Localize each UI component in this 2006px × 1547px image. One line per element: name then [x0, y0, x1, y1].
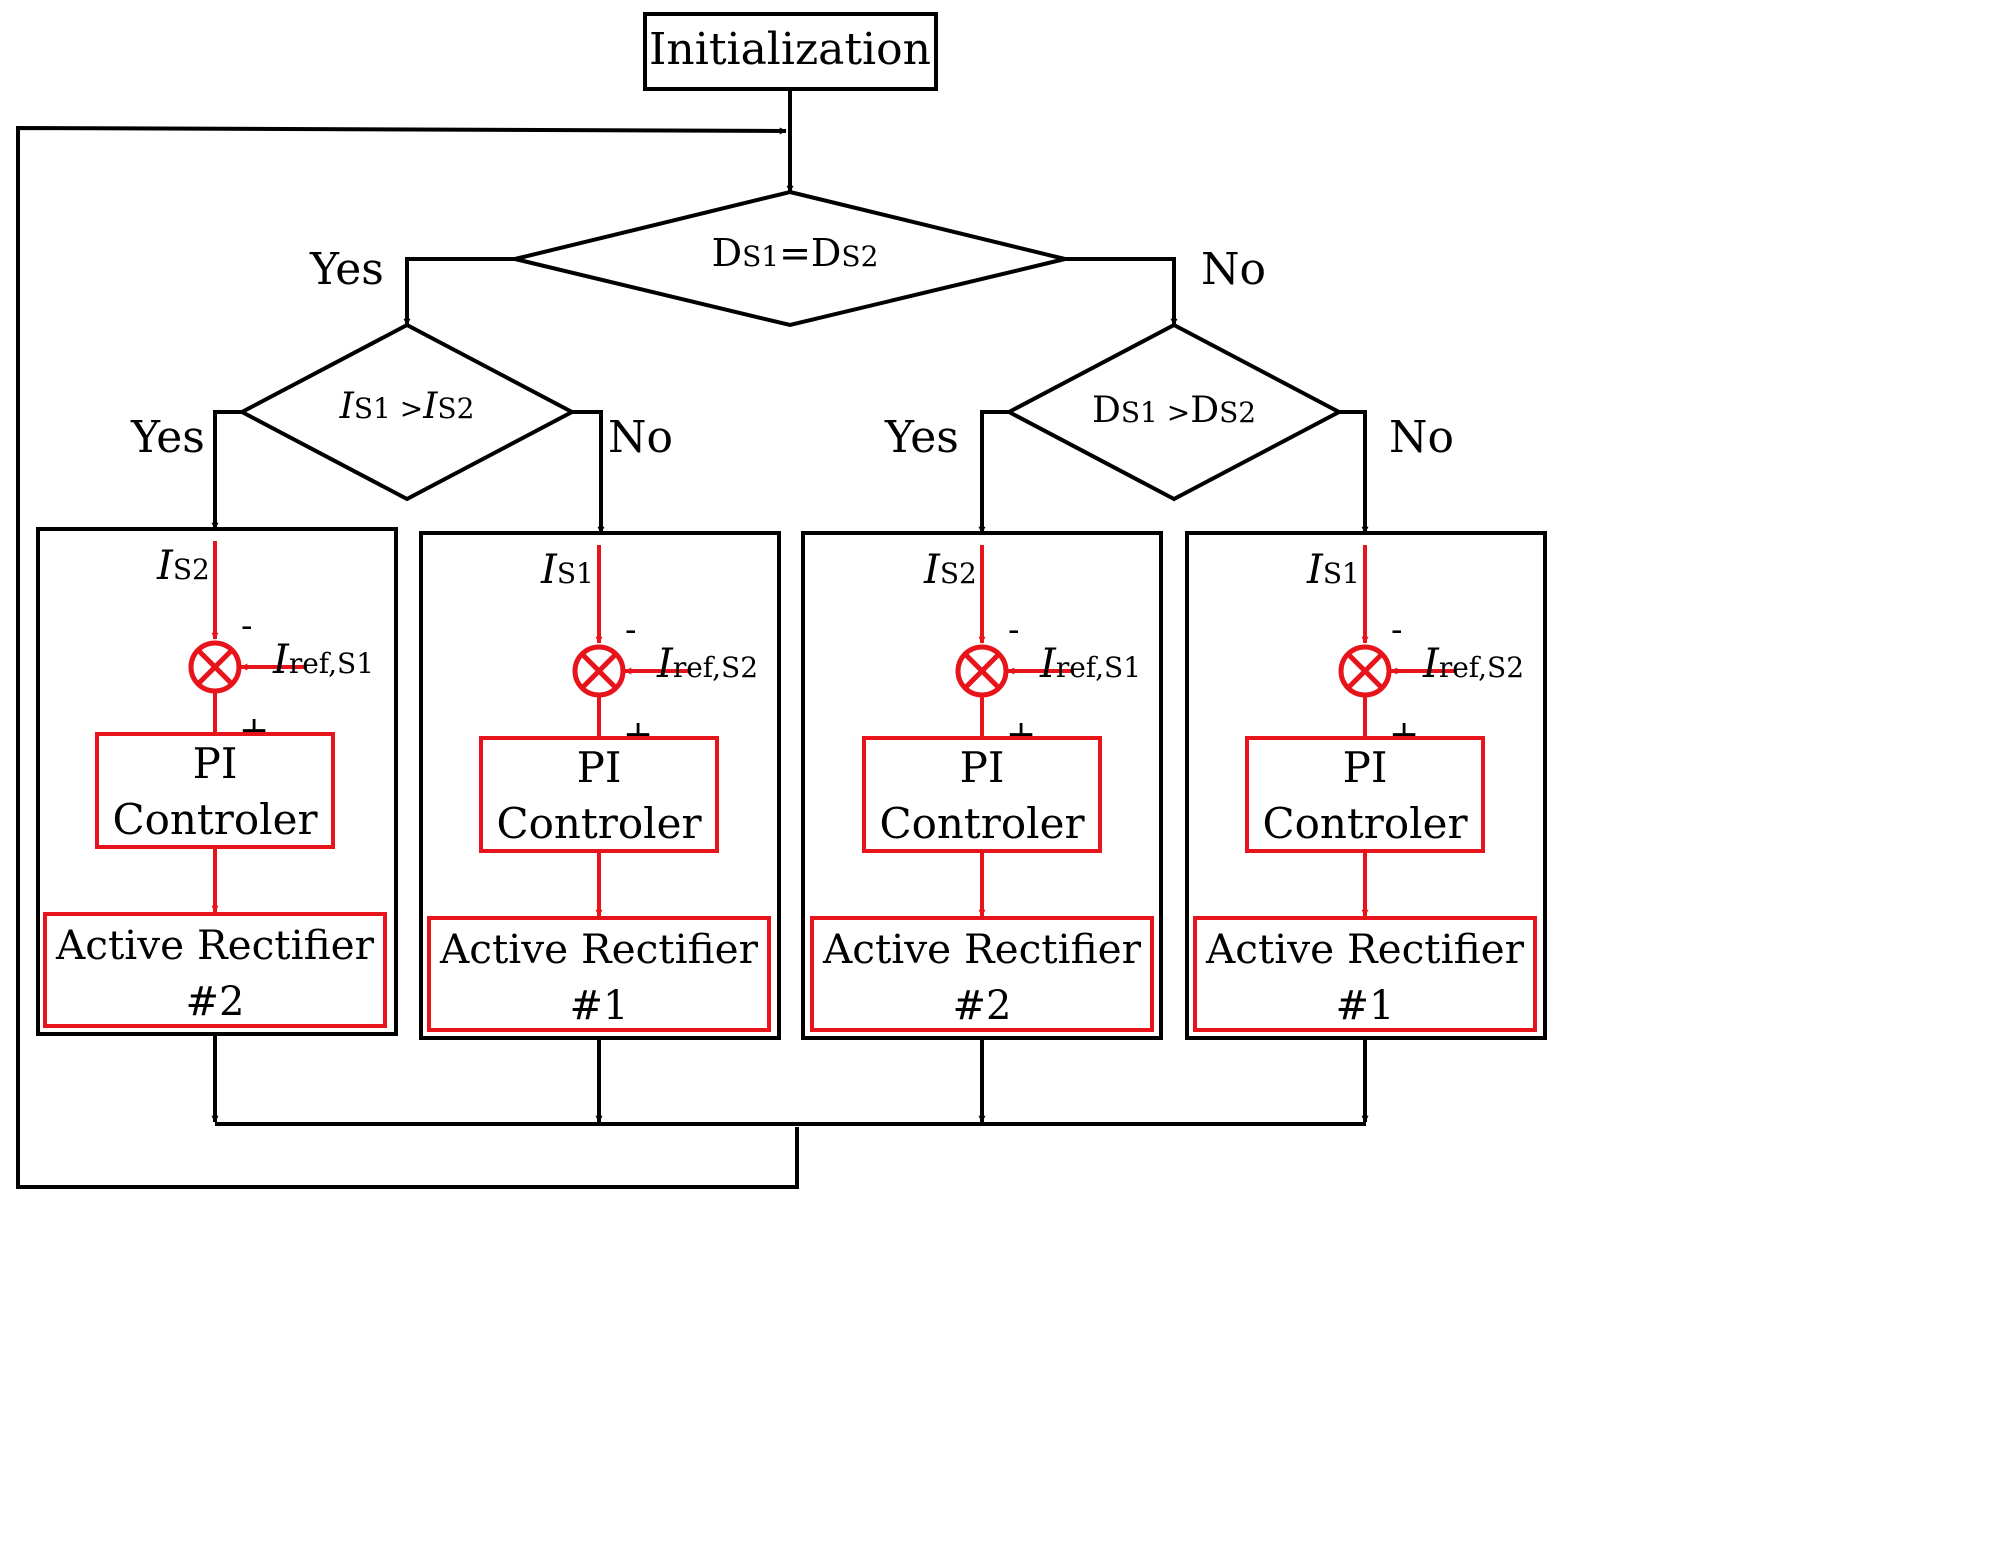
input-signal-label: IS2: [923, 547, 977, 593]
initialization-label: Initialization: [649, 24, 931, 75]
pi-controller-label-line1: PI: [577, 743, 622, 792]
summing-junction-cross: [581, 653, 617, 689]
minus-sign: -: [1391, 610, 1403, 650]
loop-back-connector: [16, 125, 799, 1189]
current-no-branch: [572, 410, 605, 534]
current-no-label: No: [608, 412, 673, 463]
pi-controller-label-line2: Controler: [879, 799, 1085, 848]
control-flowchart: Initialization DS1=DS2 Yes No IS1 >IS2 Y…: [16, 12, 1547, 1189]
active-rectifier-box: [427, 916, 771, 1032]
decision-current-greater-label: IS1 >IS2: [339, 386, 475, 427]
input-signal-label: IS1: [540, 547, 594, 593]
active-rectifier-label-line2: #2: [186, 979, 245, 1025]
main-yes-branch: [403, 257, 515, 326]
initialization-box: [643, 12, 938, 91]
pi-controller-label-line2: Controler: [496, 799, 702, 848]
pi-controller-label-line2: Controler: [112, 795, 318, 844]
decision-duty-greater-label: DS1 >DS2: [1092, 390, 1256, 431]
main-no-label: No: [1201, 244, 1266, 295]
minus-sign: -: [625, 610, 637, 650]
active-rectifier-label-line2: #1: [570, 983, 629, 1029]
active-rectifier-label-line1: Active Rectifier: [439, 927, 759, 973]
pi-controller-label-line1: PI: [193, 739, 238, 788]
decision-duty-equal: [514, 189, 1066, 328]
reference-signal-label: Iref,S1: [1039, 641, 1141, 687]
decision-duty-equal-label: DS1=DS2: [712, 231, 879, 275]
active-rectifier-box: [1193, 916, 1537, 1032]
active-rectifier-label-line2: #2: [953, 983, 1012, 1029]
active-rectifier-label-line2: #1: [1336, 983, 1395, 1029]
duty-yes-label: Yes: [884, 412, 959, 463]
duty-yes-branch: [978, 410, 1009, 534]
main-yes-label: Yes: [309, 244, 384, 295]
active-rectifier-label-line1: Active Rectifier: [55, 923, 375, 969]
summing-junction-cross: [1347, 653, 1383, 689]
duty-no-label: No: [1389, 412, 1454, 463]
pi-controller-label-line1: PI: [960, 743, 1005, 792]
pi-controller-label-line1: PI: [1343, 743, 1388, 792]
decision-duty-greater: [1004, 322, 1344, 502]
reference-signal-label: Iref,S2: [656, 641, 758, 687]
main-no-branch: [1065, 257, 1178, 326]
active-rectifier-label-line1: Active Rectifier: [822, 927, 1142, 973]
decision-current-greater: [237, 322, 577, 502]
active-rectifier-box: [43, 912, 387, 1028]
summing-junction-cross: [197, 649, 233, 685]
input-signal-label: IS2: [156, 543, 210, 589]
minus-sign: -: [1008, 610, 1020, 650]
summing-junction-cross: [964, 653, 1000, 689]
reference-signal-label: Iref,S1: [272, 637, 374, 683]
pi-controller-label-line2: Controler: [1262, 799, 1468, 848]
current-yes-label: Yes: [130, 412, 205, 463]
current-yes-branch: [211, 410, 242, 530]
active-rectifier-box: [810, 916, 1154, 1032]
minus-sign: -: [241, 606, 253, 646]
pi-controller-box: [862, 736, 1102, 853]
duty-no-branch: [1339, 410, 1369, 534]
pi-controller-box: [1245, 736, 1485, 853]
pi-controller-box: [479, 736, 719, 853]
input-signal-label: IS1: [1306, 547, 1360, 593]
active-rectifier-label-line1: Active Rectifier: [1205, 927, 1525, 973]
reference-signal-label: Iref,S2: [1422, 641, 1524, 687]
